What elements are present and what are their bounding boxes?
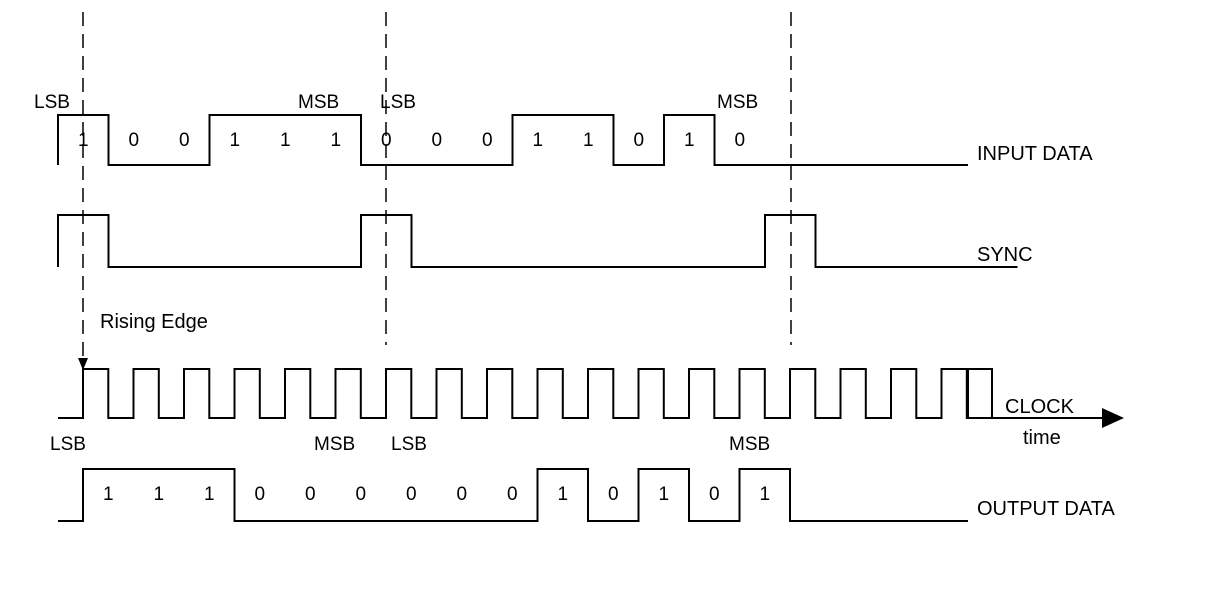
output-bit-13: 0 <box>709 484 720 505</box>
rising-edge-arrowhead <box>78 358 88 370</box>
input-bit-4: 1 <box>230 130 241 151</box>
input-msb-marker-1: MSB <box>298 92 339 113</box>
input-bit-14: 0 <box>735 130 746 151</box>
output-bit-14: 1 <box>760 484 771 505</box>
output-data-label: OUTPUT DATA <box>977 498 1115 520</box>
output-bit-2: 1 <box>154 484 165 505</box>
input-bit-2: 0 <box>129 130 140 151</box>
output-bit-10: 1 <box>558 484 569 505</box>
input-bit-11: 1 <box>583 130 594 151</box>
input-bit-1: 1 <box>78 130 89 151</box>
clock-waveform <box>58 368 993 419</box>
output-data-signal: LSB MSB LSB MSB 1 1 1 0 0 0 0 0 0 1 0 1 0 1 OUTPUT DA… <box>50 434 1115 522</box>
input-bit-10: 1 <box>533 130 544 151</box>
input-data-label: INPUT DATA <box>977 143 1093 165</box>
output-bit-7: 0 <box>406 484 417 505</box>
clock-signal: CLOCK time <box>58 368 1124 449</box>
output-msb-marker-1: MSB <box>314 434 355 455</box>
input-lsb-marker-1: LSB <box>34 92 70 113</box>
output-bit-12: 1 <box>659 484 670 505</box>
input-msb-marker-2: MSB <box>717 92 758 113</box>
input-bit-13: 1 <box>684 130 695 151</box>
sync-label: SYNC <box>977 244 1033 266</box>
output-bit-4: 0 <box>255 484 266 505</box>
output-msb-marker-2: MSB <box>729 434 770 455</box>
rising-edge-annotation: Rising Edge <box>100 311 208 333</box>
output-bit-1: 1 <box>103 484 114 505</box>
sync-signal: SYNC <box>57 214 1033 268</box>
time-axis-arrowhead <box>1102 408 1124 428</box>
input-data-bits: 1 0 0 1 1 1 0 0 0 1 1 0 1 0 <box>78 130 745 151</box>
output-bit-8: 0 <box>457 484 468 505</box>
output-bit-11: 0 <box>608 484 619 505</box>
output-bit-3: 1 <box>204 484 215 505</box>
output-bit-6: 0 <box>356 484 367 505</box>
output-lsb-marker-1: LSB <box>50 434 86 455</box>
time-label: time <box>1023 427 1061 449</box>
clock-label: CLOCK <box>1005 396 1075 418</box>
input-bit-9: 0 <box>482 130 493 151</box>
input-lsb-marker-2: LSB <box>380 92 416 113</box>
output-bit-9: 0 <box>507 484 518 505</box>
output-bit-5: 0 <box>305 484 316 505</box>
sync-waveform <box>57 214 1018 268</box>
output-data-waveform <box>58 468 968 522</box>
input-bit-5: 1 <box>280 130 291 151</box>
input-data-waveform <box>57 114 968 166</box>
input-bit-6: 1 <box>331 130 342 151</box>
input-bit-12: 0 <box>634 130 645 151</box>
input-data-signal: 1 0 0 1 1 1 0 0 0 1 1 0 1 0 LSB MSB LSB MSB INPUT DAT… <box>34 92 1093 166</box>
input-bit-8: 0 <box>432 130 443 151</box>
output-lsb-marker-2: LSB <box>391 434 427 455</box>
input-bit-7: 0 <box>381 130 392 151</box>
output-data-bits: 1 1 1 0 0 0 0 0 0 1 0 1 0 1 <box>103 484 770 505</box>
input-bit-3: 0 <box>179 130 190 151</box>
